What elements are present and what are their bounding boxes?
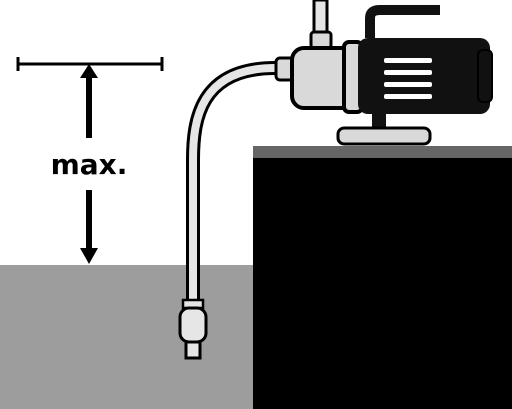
discharge-nozzle	[309, 30, 333, 50]
pump-stand-foot	[336, 126, 432, 146]
motor-fin-1	[384, 58, 432, 63]
motor-handle	[365, 5, 440, 38]
height-label: max.	[51, 148, 128, 181]
suction-hose	[178, 61, 276, 360]
motor-fin-2	[384, 70, 432, 75]
ground-block	[253, 146, 512, 409]
water-area	[0, 265, 255, 409]
hose-fill	[189, 64, 276, 302]
foot-valve-tip	[184, 340, 202, 360]
discharge-pipe	[312, 0, 329, 36]
motor-fin-3	[384, 82, 432, 87]
height-indicator: max.	[16, 57, 164, 264]
arrow-head-up-icon	[80, 64, 98, 78]
foot-valve	[178, 306, 208, 344]
arrow-head-down-icon	[80, 248, 98, 264]
garden-pump-icon	[274, 0, 493, 146]
motor-end-cap	[477, 49, 493, 103]
motor-body	[358, 38, 490, 114]
motor-fin-4	[384, 94, 432, 99]
ground-top-edge	[253, 146, 512, 158]
